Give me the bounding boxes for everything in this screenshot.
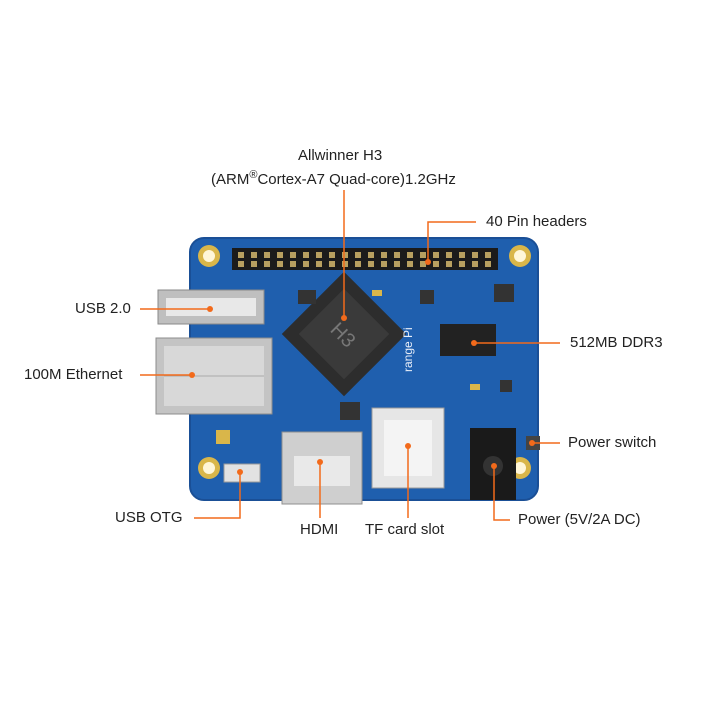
header-pin	[277, 261, 283, 267]
callout-lines	[140, 190, 560, 521]
ddr3-chip	[440, 324, 496, 356]
header-pin	[355, 261, 361, 267]
header-pin	[433, 261, 439, 267]
header-pin	[303, 252, 309, 258]
header-pin	[368, 261, 374, 267]
header-pin	[381, 261, 387, 267]
header-pin	[264, 261, 270, 267]
registered-mark: ®	[249, 169, 258, 181]
header-pin	[290, 261, 296, 267]
header-pin	[277, 252, 283, 258]
usb2-label: USB 2.0	[75, 300, 131, 317]
header-pin	[303, 261, 309, 267]
ethernet-label: 100M Ethernet	[24, 366, 123, 383]
tf-card-label: TF card slot	[365, 521, 445, 538]
header-pin	[290, 252, 296, 258]
header-pin	[485, 252, 491, 258]
header-pin	[446, 261, 452, 267]
header-pin	[394, 261, 400, 267]
header-pin	[342, 252, 348, 258]
header-pin	[394, 252, 400, 258]
header-pin	[420, 261, 426, 267]
power-switch-label: Power switch	[568, 434, 657, 451]
ethernet-port	[155, 337, 273, 415]
pin-header-callout-line	[427, 221, 476, 262]
header-pin	[459, 261, 465, 267]
header-pin	[407, 261, 413, 267]
pin-headers-label: 40 Pin headers	[486, 213, 587, 230]
ddr3-label: 512MB DDR3	[570, 334, 663, 351]
hdmi-label: HDMI	[300, 521, 339, 538]
header-pin	[472, 252, 478, 258]
header-pin	[251, 261, 257, 267]
callout-dots	[189, 259, 535, 475]
header-pin	[264, 252, 270, 258]
header-pin	[446, 252, 452, 258]
cpu-label-line2-post: Cortex-A7 Quad-core)1.2GHz	[257, 171, 456, 188]
power-label: Power (5V/2A DC)	[518, 511, 641, 528]
hdmi-port	[281, 431, 363, 505]
header-pin	[316, 261, 322, 267]
header-pin	[355, 252, 361, 258]
header-pin	[238, 252, 244, 258]
header-pin	[485, 261, 491, 267]
header-pin	[459, 252, 465, 258]
header-pin	[381, 252, 387, 258]
cpu-label-line1: Allwinner H3	[298, 147, 383, 164]
header-pin	[329, 252, 335, 258]
header-pin	[329, 261, 335, 267]
header-pin	[472, 261, 478, 267]
silkscreen-text: range Pi	[401, 327, 415, 372]
usb-otg-callout-line	[194, 472, 241, 519]
header-pin	[433, 252, 439, 258]
pin-header	[232, 248, 498, 270]
header-pin	[238, 261, 244, 267]
usb-otg-label: USB OTG	[115, 509, 183, 526]
small-components	[216, 284, 514, 444]
header-pin	[251, 252, 257, 258]
power-callout-line	[493, 466, 510, 521]
cpu-label-line2: (ARM®Cortex-A7 Quad-core)1.2GHz	[211, 166, 456, 189]
header-pin	[407, 252, 413, 258]
header-pin	[420, 252, 426, 258]
header-pin	[368, 252, 374, 258]
header-pin	[342, 261, 348, 267]
cpu-label-line2-pre: (ARM	[211, 171, 250, 188]
header-pin	[316, 252, 322, 258]
